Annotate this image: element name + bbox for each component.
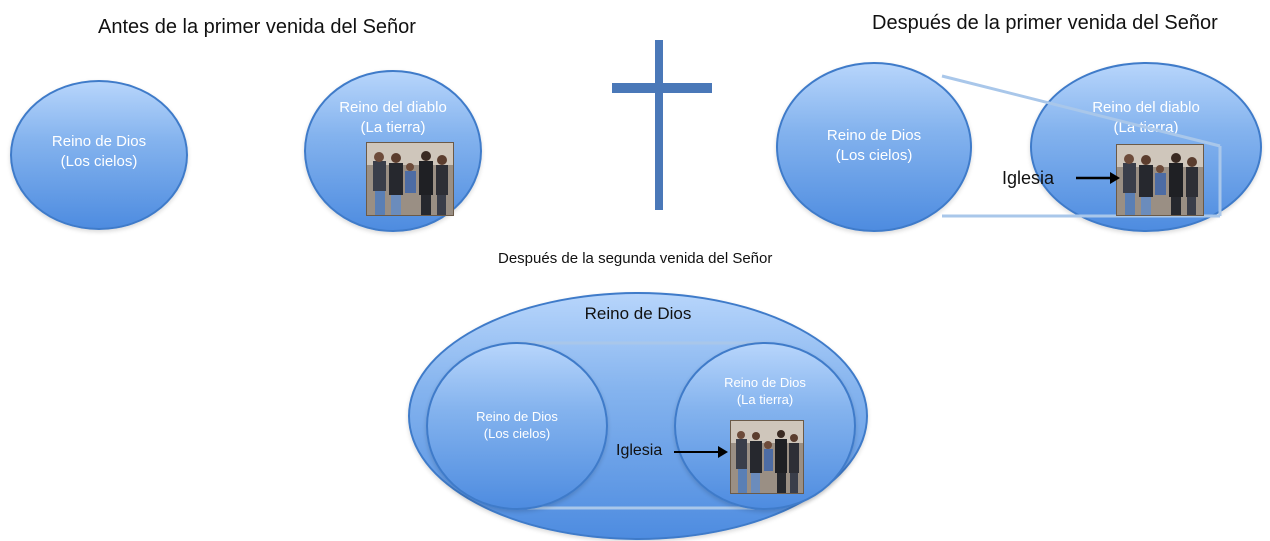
heaven-name: Reino de Dios xyxy=(51,133,147,150)
earth-name: Reino del diablo xyxy=(1092,99,1200,116)
people-photo xyxy=(730,420,804,494)
heaven-name: Reino de Dios xyxy=(476,409,558,424)
earth-name: Reino del diablo xyxy=(339,99,447,116)
people-photo xyxy=(366,142,454,216)
church-label: Iglesia xyxy=(616,442,663,459)
panel-before-title: Antes de la primer venida del Señor xyxy=(98,16,416,38)
church-label: Iglesia xyxy=(1002,168,1055,188)
cross-icon xyxy=(612,40,712,210)
heaven-name: Reino de Dios xyxy=(826,127,922,144)
heaven-sub: (Los cielos) xyxy=(835,147,913,164)
heaven-ellipse: Reino de Dios (Los cielos) xyxy=(10,80,188,230)
heaven-sub: (Los cielos) xyxy=(483,426,551,441)
earth-sub: (La tierra) xyxy=(736,392,794,407)
arrow-icon xyxy=(1076,172,1120,184)
heaven-sub: (Los cielos) xyxy=(60,153,138,170)
heaven-ellipse: Reino de Dios (Los cielos) xyxy=(776,62,972,232)
panel-after-first-title: Después de la primer venida del Señor xyxy=(872,12,1218,34)
earth-sub: (La tierra) xyxy=(360,119,426,136)
panel-after-second-title: Después de la segunda venida del Señor xyxy=(498,250,773,267)
people-photo xyxy=(1116,144,1204,216)
arrow-icon xyxy=(674,446,728,458)
earth-name: Reino de Dios xyxy=(724,375,806,390)
heaven-ellipse: Reino de Dios (Los cielos) xyxy=(426,342,608,510)
outer-kingdom-name: Reino de Dios xyxy=(584,304,692,323)
